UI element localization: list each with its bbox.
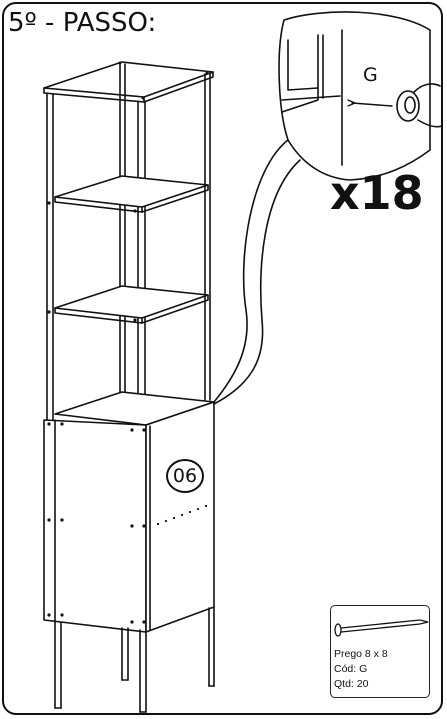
quantity-callout: x18 [330, 166, 424, 220]
legend-nail-icon [334, 623, 342, 637]
legend-quantity: Qtd: 20 [334, 678, 369, 690]
cabinet-panel-06 [145, 401, 215, 633]
step-title: 5º - PASSO: [8, 8, 157, 38]
shelf-2 [54, 285, 209, 319]
instruction-frame [2, 2, 443, 715]
top-shelf [43, 61, 214, 98]
detail-callout-circle [278, 11, 431, 181]
screw-dot [47, 201, 51, 205]
part-letter-label: G [363, 64, 378, 86]
shelf-1 [54, 175, 209, 208]
legend-description: Prego 8 x 8 [334, 648, 388, 660]
part-legend-box: Prego 8 x 8 Cód: G Qtd: 20 [330, 605, 430, 698]
legend-code: Cód: G [334, 663, 368, 675]
panel-number-badge: 06 [166, 459, 204, 493]
